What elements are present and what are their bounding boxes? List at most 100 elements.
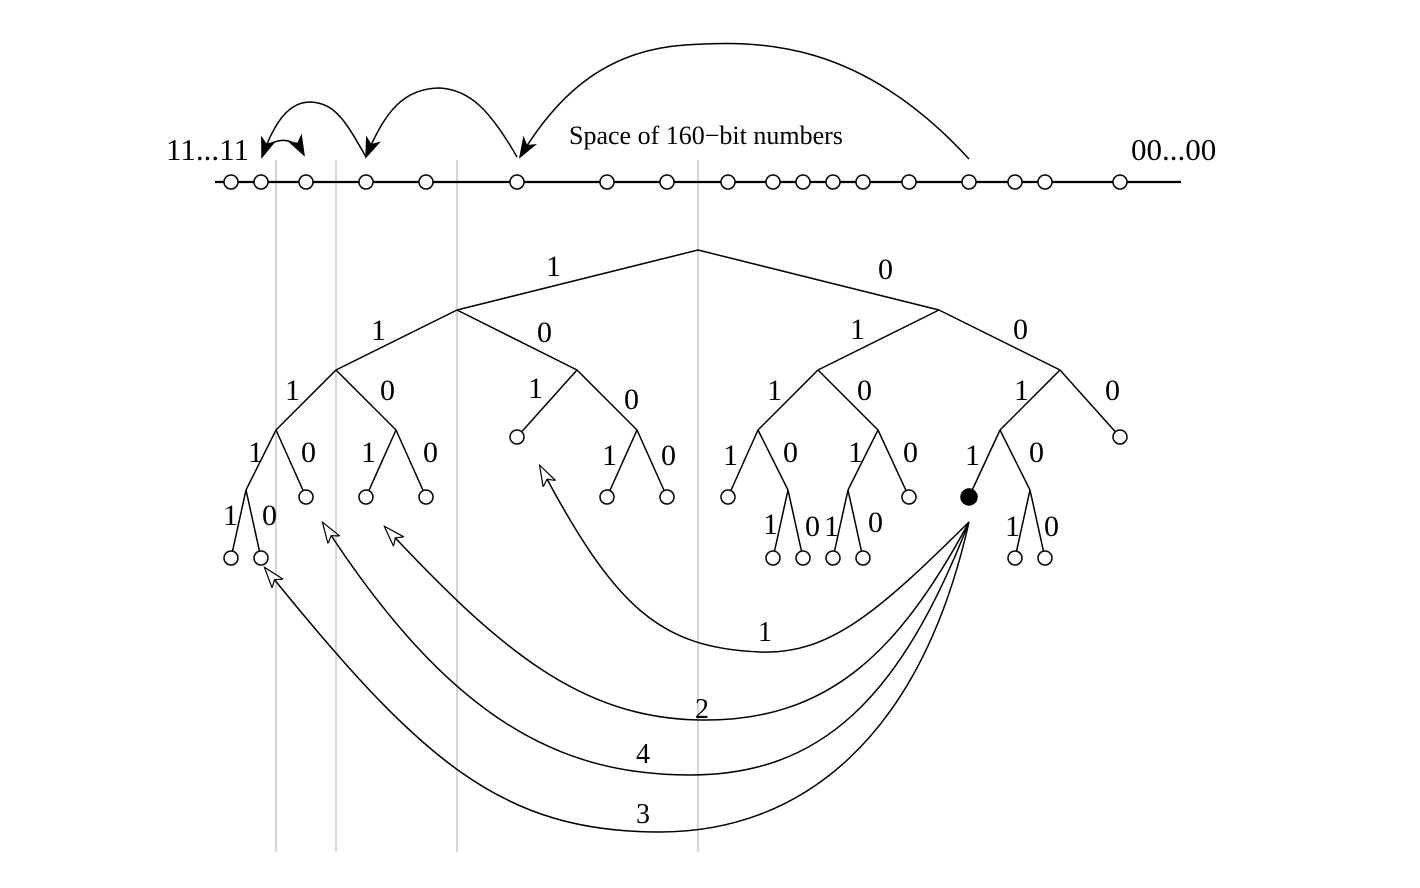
subtree-guide-lines: [275, 160, 699, 852]
bit-label: 0: [423, 436, 438, 469]
line-node: [599, 174, 615, 190]
bit-label: 0: [661, 439, 676, 472]
line-node: [509, 174, 525, 190]
tree-edge: [817, 309, 940, 371]
tree-node: [223, 550, 239, 566]
tree-edge: [968, 429, 1001, 498]
hop-label-1: 1: [758, 617, 772, 648]
tree-leaf-nodes: [223, 429, 1128, 566]
bit-label: 0: [878, 253, 893, 286]
tree-node: [253, 550, 269, 566]
bit-label: 1: [546, 250, 561, 283]
tree-edge: [395, 429, 427, 498]
tree-edge: [1059, 369, 1121, 438]
hop-curve-4: [323, 522, 970, 776]
bit-label: 1: [965, 439, 980, 472]
tree-edge: [335, 309, 458, 371]
tree-node: [855, 550, 871, 566]
bit-label: 1: [248, 436, 263, 469]
tree-node: [509, 429, 525, 445]
tree-edge: [697, 249, 940, 311]
line-node: [1037, 174, 1053, 190]
tree-edge: [365, 429, 397, 498]
edge-bit-labels: 1 0 1 0 1 0 1 0 1 0 1 0 1 0 1 0 1 0 1 0 …: [223, 250, 1120, 543]
tree-node: [1037, 550, 1053, 566]
tree-edge: [1029, 489, 1046, 559]
tree-edge: [938, 309, 1061, 371]
line-node: [253, 174, 269, 190]
tree-edge: [636, 429, 668, 498]
tree-node: [358, 489, 374, 505]
line-node: [825, 174, 841, 190]
tree-edge: [847, 429, 879, 491]
tree-edge: [245, 489, 262, 559]
tree-edge: [1014, 489, 1031, 559]
bit-label: 1: [528, 372, 543, 405]
line-node: [358, 174, 374, 190]
tree-edge: [999, 429, 1031, 491]
tree-edge: [757, 429, 789, 491]
hop-label-4: 4: [636, 739, 650, 770]
bit-label: 1: [763, 508, 778, 541]
right-end-label: 00...00: [1131, 132, 1216, 167]
tree-edge: [335, 369, 397, 431]
tree-edge: [275, 429, 307, 498]
bit-label: 0: [301, 436, 316, 469]
tree-edge: [727, 429, 759, 498]
bit-label: 1: [602, 439, 617, 472]
arc-long: [518, 42, 970, 160]
query-origin-node: [960, 488, 978, 506]
line-node: [720, 174, 736, 190]
bit-label: 0: [805, 510, 820, 543]
tree-node: [298, 489, 314, 505]
hop-curve-1: [540, 466, 970, 653]
bit-label: 0: [1105, 374, 1120, 407]
bit-label: 1: [850, 313, 865, 346]
tree-edge: [456, 309, 578, 371]
tree-edge: [275, 369, 337, 431]
address-space-title: Space of 160−bit numbers: [569, 121, 843, 150]
bit-label: 0: [380, 374, 395, 407]
tree-edge: [606, 429, 638, 498]
tree-edge: [576, 369, 638, 431]
tree-edge: [230, 489, 247, 559]
hop-curve-2: [385, 521, 970, 721]
tree-edge: [817, 369, 879, 431]
bit-label: 0: [903, 436, 918, 469]
line-node: [1112, 174, 1128, 190]
tree-edge: [999, 369, 1061, 431]
bit-label: 1: [824, 510, 839, 543]
bit-label: 0: [537, 316, 552, 349]
tree-edge: [757, 369, 819, 431]
bit-label: 0: [868, 506, 883, 539]
line-node: [418, 174, 434, 190]
line-node: [901, 174, 917, 190]
bit-label: 0: [262, 499, 277, 532]
bit-label: 1: [767, 374, 782, 407]
tree-edge: [787, 489, 804, 559]
bit-label: 1: [1005, 510, 1020, 543]
line-node: [795, 174, 811, 190]
left-end-label: 11...11: [166, 132, 249, 167]
hop-label-2: 2: [695, 694, 709, 725]
line-node: [298, 174, 314, 190]
tree-node: [599, 489, 615, 505]
arc-medium: [365, 87, 518, 159]
tree-edges: [230, 249, 1121, 559]
lookup-hop-curves: [265, 466, 970, 833]
bit-label: 0: [1029, 436, 1044, 469]
tree-node: [901, 489, 917, 505]
tree-edge: [456, 249, 699, 311]
number-space-arcs: [261, 42, 970, 160]
bit-label: 1: [223, 499, 238, 532]
line-node: [855, 174, 871, 190]
tree-edge: [245, 429, 277, 491]
number-line-nodes: [223, 174, 1128, 190]
tree-node: [659, 489, 675, 505]
line-node: [765, 174, 781, 190]
tree-edge: [516, 369, 578, 438]
hop-label-3: 3: [636, 799, 650, 830]
bit-label: 1: [723, 439, 738, 472]
bit-label: 1: [361, 436, 376, 469]
